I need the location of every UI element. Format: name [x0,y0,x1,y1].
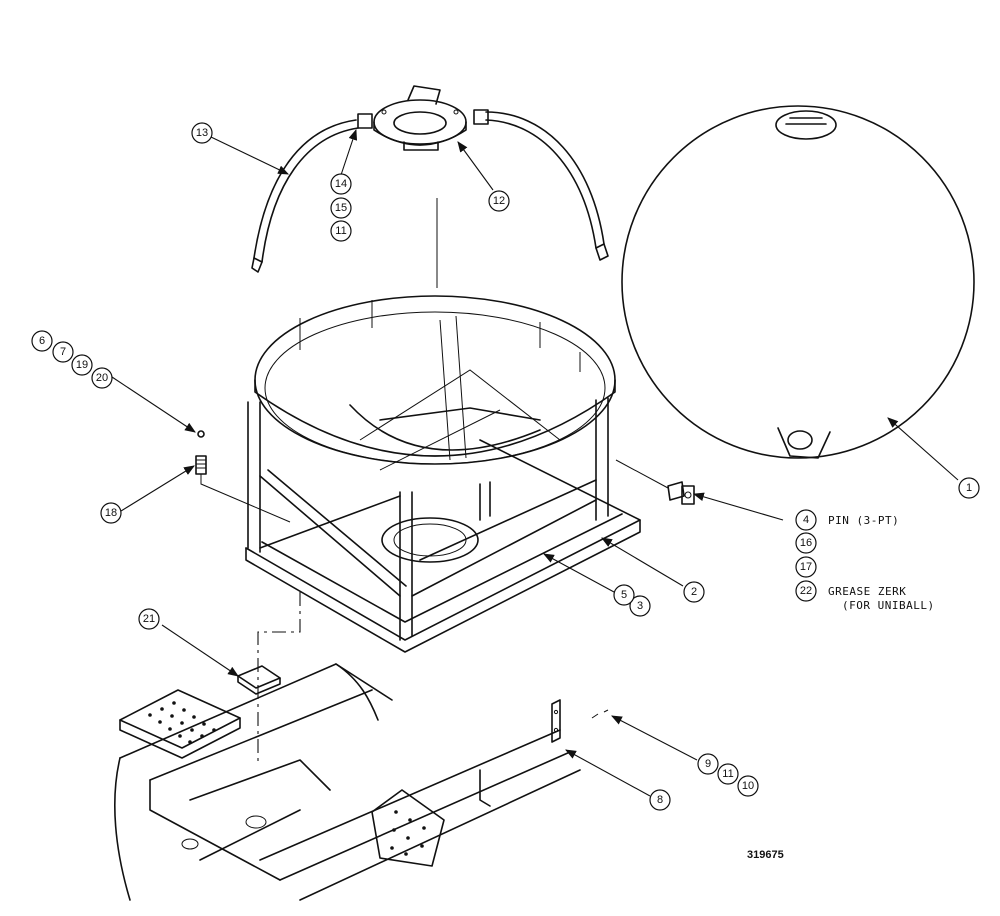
strap-left [251,113,373,273]
svg-text:6: 6 [39,335,45,347]
svg-text:13: 13 [196,127,208,139]
svg-text:8: 8 [657,794,663,806]
svg-text:15: 15 [335,202,347,214]
tank-sphere [621,105,975,459]
callout-12: 12 [488,190,510,212]
svg-text:21: 21 [143,613,155,625]
callout-9: 9 [697,753,719,775]
callout-17: 17 [795,556,817,578]
svg-text:14: 14 [335,178,347,190]
mount-centerline [257,592,301,766]
mounting-pad [237,665,281,695]
leader-lines [111,128,959,797]
svg-text:10: 10 [742,780,754,792]
svg-text:12: 12 [493,195,505,207]
callout-11-strap: 11 [330,220,352,242]
callout-14: 14 [330,173,352,195]
svg-text:19: 19 [76,359,88,371]
callout-5: 5 [613,584,635,606]
svg-text:18: 18 [105,507,117,519]
svg-text:7: 7 [60,346,66,358]
callout-1: 1 [958,477,980,499]
callout-8: 8 [649,789,671,811]
callout-18: 18 [100,502,122,524]
truck-frame [114,663,581,901]
step-platform [119,689,241,759]
spring-bushing [195,430,291,523]
note-for-uniball: (FOR UNIBALL) [842,599,935,612]
svg-text:17: 17 [800,561,812,573]
callout-4: 4 [795,509,817,531]
hold-down-bracket [551,699,609,743]
svg-text:5: 5 [621,589,627,601]
callout-2: 2 [683,581,705,603]
svg-text:20: 20 [96,372,108,384]
side-bracket [371,789,445,867]
strap-right [473,109,609,261]
drawing-number: 319675 [747,849,784,861]
callout-21: 21 [138,608,160,630]
callout-20: 20 [91,367,113,389]
svg-text:11: 11 [722,768,733,780]
callout-3: 3 [629,595,651,617]
callout-22: 22 [795,580,817,602]
svg-text:1: 1 [966,482,972,494]
svg-text:9: 9 [705,758,711,770]
callout-15: 15 [330,197,352,219]
callout-13: 13 [191,122,213,144]
svg-text:2: 2 [691,586,697,598]
callout-10: 10 [737,775,759,797]
callout-19: 19 [71,354,93,376]
svg-text:4: 4 [803,514,809,526]
top-ring [373,85,467,151]
callout-11-frame: 11 [717,763,739,785]
note-grease-zerk: GREASE ZERK [828,585,906,598]
callout-16: 16 [795,532,817,554]
svg-text:3: 3 [637,600,643,612]
pivot-pin [615,459,695,505]
note-pin: PIN (3-PT) [828,514,899,527]
callout-7: 7 [52,341,74,363]
tank-cradle [245,295,641,653]
svg-text:11: 11 [335,225,346,237]
svg-text:22: 22 [800,585,812,597]
svg-text:16: 16 [800,537,812,549]
callout-6: 6 [31,330,53,352]
